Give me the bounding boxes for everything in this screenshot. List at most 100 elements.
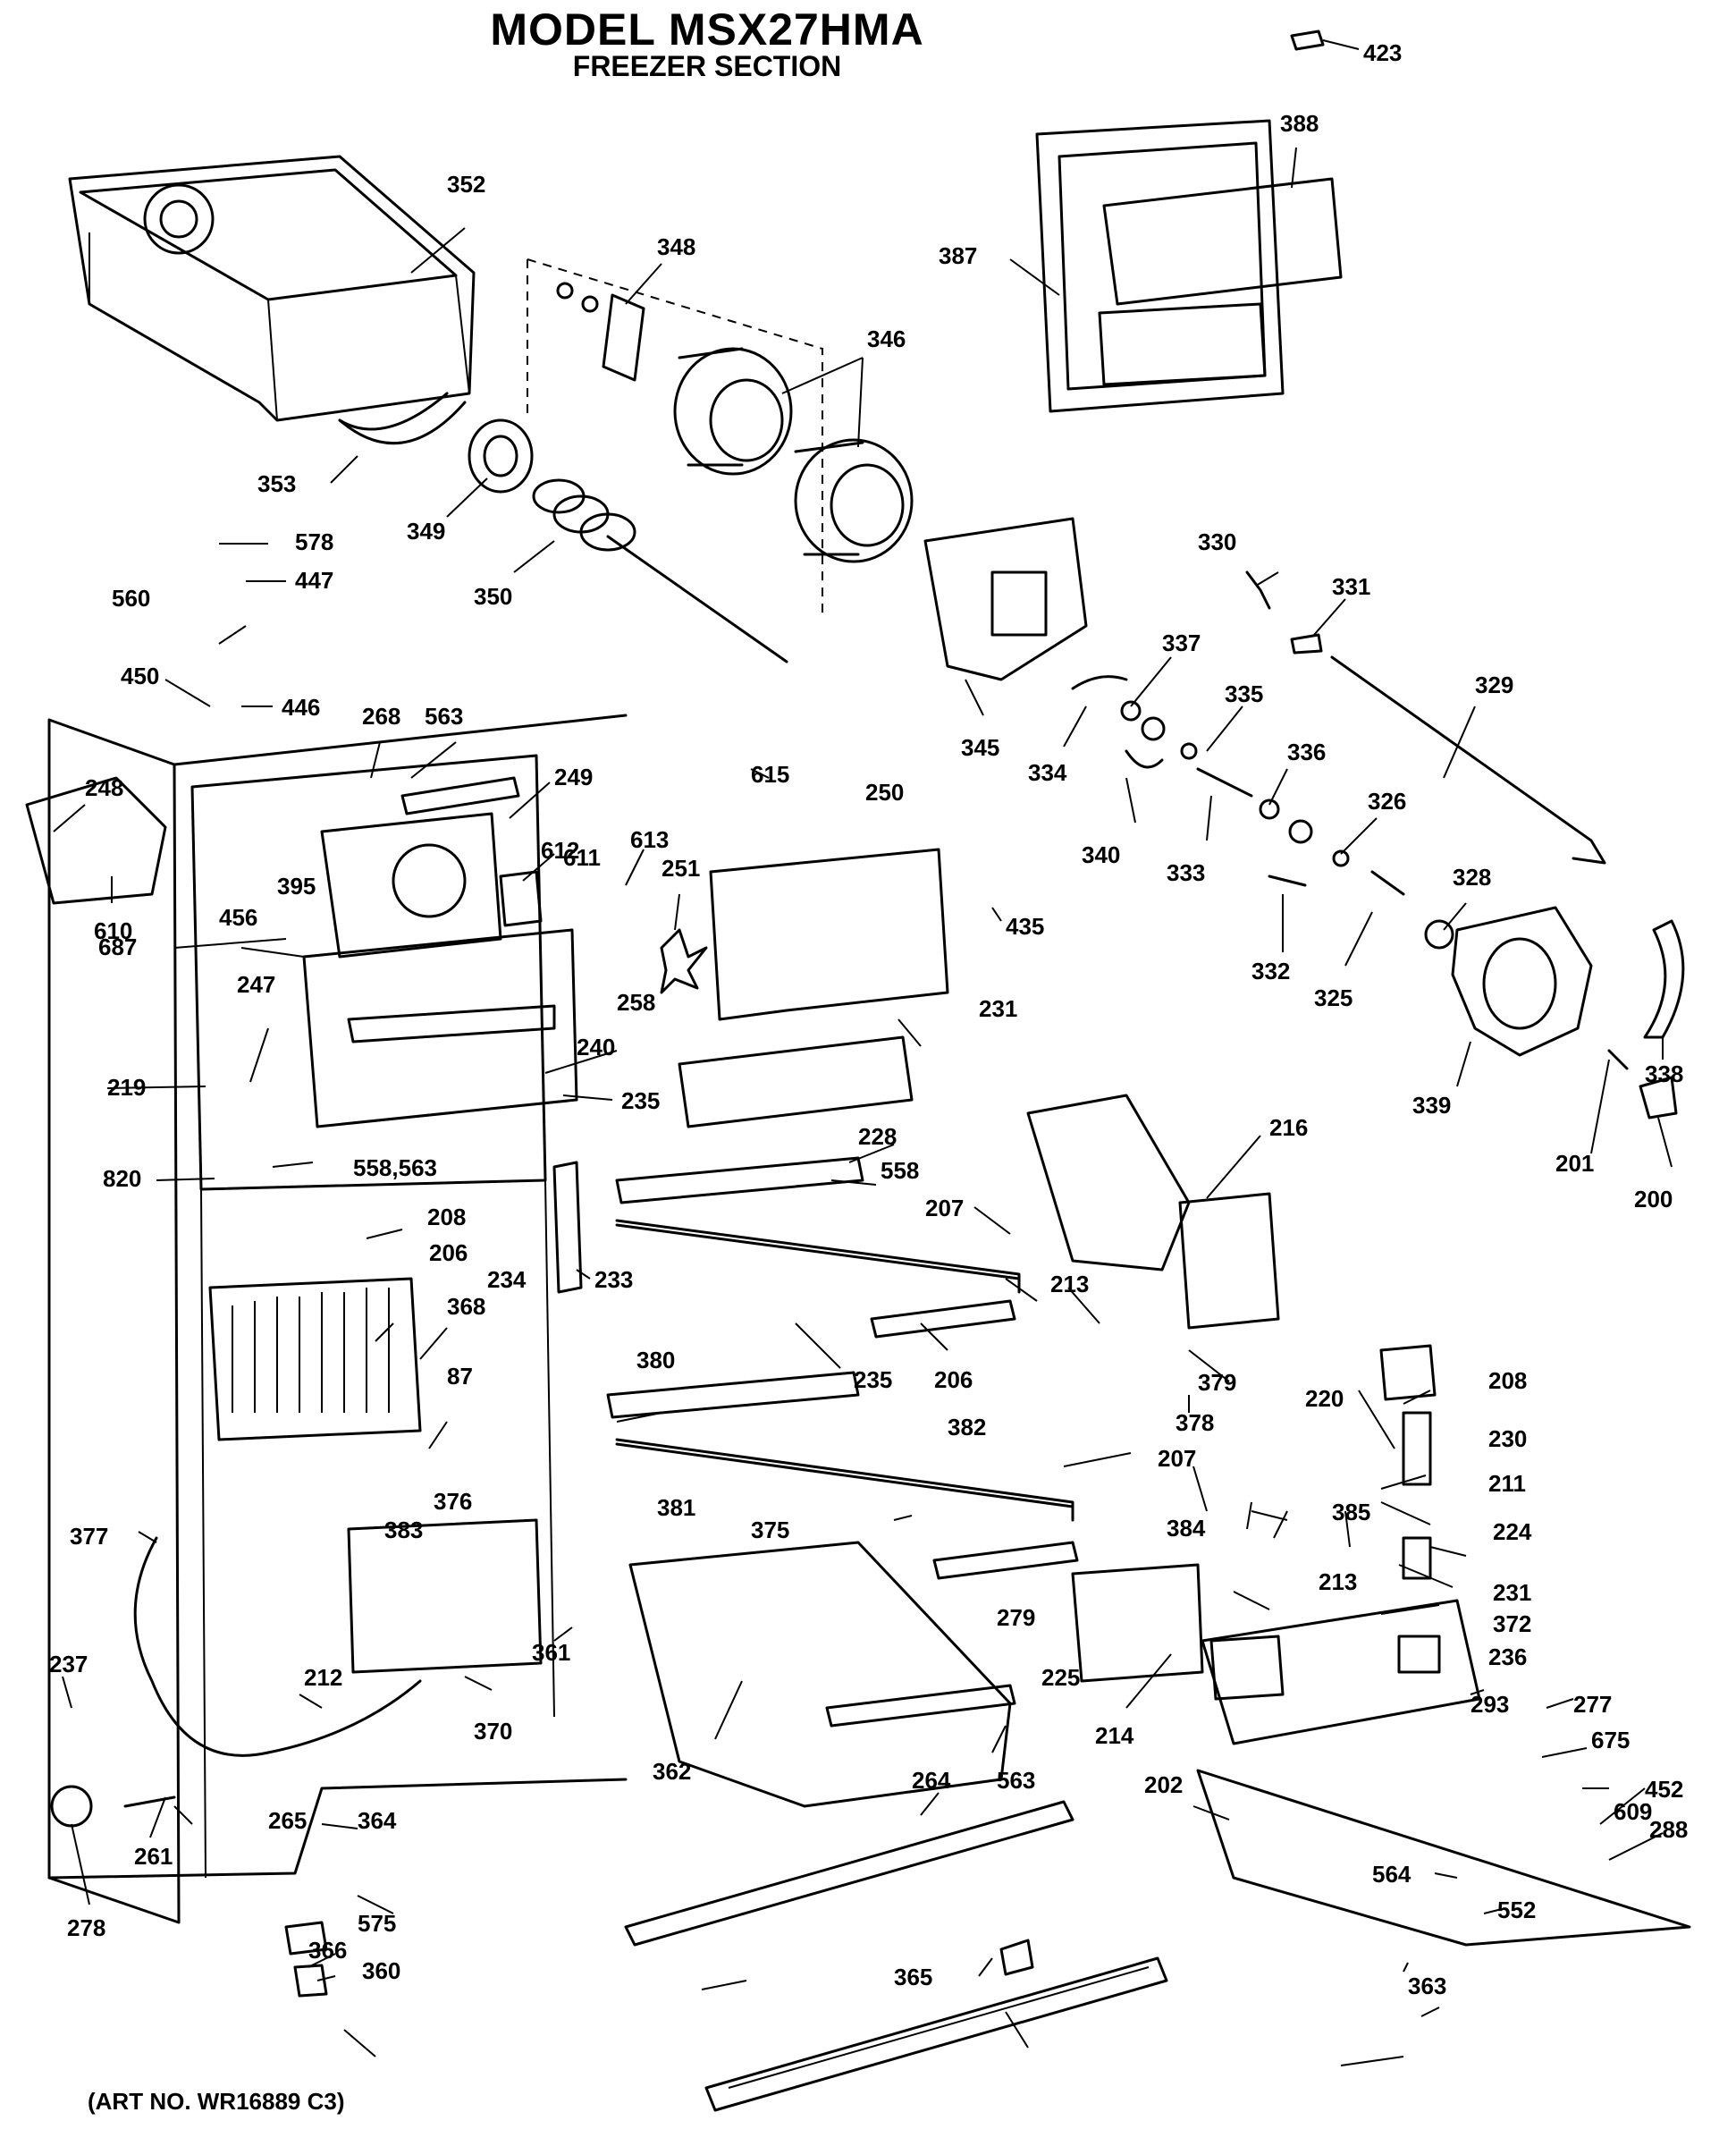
callout-578: 578 (295, 528, 333, 555)
callout-376: 384 (1167, 1515, 1206, 1542)
callout-235: 228 (858, 1123, 897, 1150)
spring-part (1245, 570, 1271, 610)
callout-250: 240 (577, 1034, 615, 1060)
callout-268: 248 (85, 774, 123, 801)
callout-208: 207 (1158, 1445, 1196, 1472)
callout-610: 612 (541, 837, 579, 864)
callout-361: 293 (1471, 1691, 1509, 1718)
callout-364: 452 (1645, 1776, 1683, 1803)
callout-340: 340 (1082, 841, 1120, 868)
vertical-strip-part (552, 1161, 583, 1294)
callout-234: 368 (447, 1293, 485, 1320)
wire-arm-part (338, 401, 467, 445)
callout-382: 211 (1488, 1470, 1526, 1497)
callout-208: 207 (925, 1195, 964, 1221)
fan-motor-part (499, 870, 543, 927)
callout-612: 613 (630, 826, 669, 853)
small-fitting-part (1290, 30, 1325, 51)
callout-353: 353 (257, 470, 296, 497)
callout-337: 336 (1287, 739, 1326, 765)
callout-388: 388 (1280, 110, 1319, 137)
callout-387: 387 (939, 242, 977, 269)
callout-231: 225 (1041, 1664, 1080, 1691)
callout-613: 251 (662, 855, 700, 882)
callout-277: 264 (912, 1767, 951, 1794)
callout-278: 365 (894, 1964, 932, 1990)
callout-609: 575 (358, 1910, 396, 1937)
callout-563: 675 (1591, 1727, 1630, 1753)
callout-687: 258 (617, 989, 655, 1016)
callout-334: 334 (1028, 759, 1067, 786)
front-rail-part (624, 1800, 1074, 1947)
callout-216: 233 (594, 1266, 633, 1293)
callout-563: 435 (1006, 913, 1044, 940)
callout-380: 230 (1488, 1425, 1527, 1452)
light-socket-part (25, 776, 167, 905)
callout-207: 235 (854, 1366, 892, 1393)
callout-575: 564 (1372, 1861, 1412, 1888)
callout-202: 364 (358, 1807, 397, 1834)
shaft-parts (1071, 675, 1405, 896)
callout-563: 610 (94, 917, 132, 944)
callout-247: 235 (621, 1087, 660, 1114)
callout-615: 395 (277, 873, 316, 900)
callout-87: 378 (1176, 1409, 1214, 1436)
callout-219: 558,563 (353, 1154, 437, 1181)
callout-337: 337 (1162, 629, 1201, 656)
callout-251: 687 (98, 934, 137, 960)
callout-558: 234 (487, 1266, 527, 1293)
callout-378: 220 (1305, 1385, 1344, 1412)
callout-265: 261 (134, 1843, 173, 1870)
callout-383: 385 (1332, 1499, 1370, 1525)
callout-207: 375 (751, 1517, 789, 1543)
callout-233: 87 (447, 1363, 473, 1390)
callout-200: 563 (425, 703, 463, 730)
ice-bucket-part (68, 155, 476, 431)
mounting-plate-part (923, 517, 1088, 681)
fan-bracket-part (302, 776, 578, 1128)
crusher-outline (527, 258, 823, 617)
callout-230: 383 (384, 1517, 423, 1543)
callout-560: 560 (112, 585, 150, 612)
callout-385: 372 (1493, 1610, 1531, 1637)
callout-258: 231 (979, 995, 1017, 1022)
callout-350: 350 (474, 583, 512, 610)
dispenser-assembly-part (1071, 1344, 1691, 1947)
callout-558-563: 208 (427, 1204, 466, 1230)
callout-214: 370 (474, 1718, 512, 1745)
callout-352: 352 (447, 171, 485, 198)
callout-248: 249 (554, 764, 593, 790)
callout-348: 348 (657, 233, 695, 260)
callout-213: 206 (934, 1366, 973, 1393)
callout-236: 361 (532, 1639, 570, 1666)
callout-366: 552 (1497, 1897, 1536, 1923)
callout-365: 363 (1408, 1973, 1446, 1999)
callout-377: 236 (1488, 1643, 1527, 1670)
callout-332: 325 (1314, 984, 1353, 1011)
callout-345: 345 (961, 734, 999, 761)
callout-346: 346 (867, 325, 906, 352)
page-title: MODEL MSX27HMA (490, 4, 924, 55)
callout-423: 423 (1363, 39, 1402, 66)
callout-336: 332 (1251, 958, 1290, 984)
callout-615: 611 (563, 844, 601, 871)
callout-381: 224 (1493, 1518, 1532, 1545)
actuator-rod-part (1330, 655, 1606, 865)
callout-261: 360 (362, 1957, 400, 1984)
callout-231: 558 (881, 1157, 919, 1184)
callout-675: 609 (1614, 1798, 1652, 1825)
shelf-front-part (678, 1035, 914, 1128)
callout-395: 250 (865, 779, 904, 806)
callout-333: 333 (1167, 859, 1205, 886)
callout-370: 202 (1144, 1771, 1183, 1798)
callout-330: 330 (1198, 528, 1236, 555)
wire-shelves-part (606, 1156, 1074, 1522)
callout-328: 338 (1645, 1060, 1683, 1087)
callout-228: 206 (429, 1239, 468, 1266)
callout-220: 376 (434, 1488, 472, 1515)
ice-maker-part (1026, 1094, 1280, 1330)
callout-335: 335 (1225, 680, 1263, 707)
callout-235: 380 (636, 1347, 675, 1373)
callout-213: 279 (997, 1604, 1035, 1631)
callout-820: 216 (1269, 1114, 1308, 1141)
